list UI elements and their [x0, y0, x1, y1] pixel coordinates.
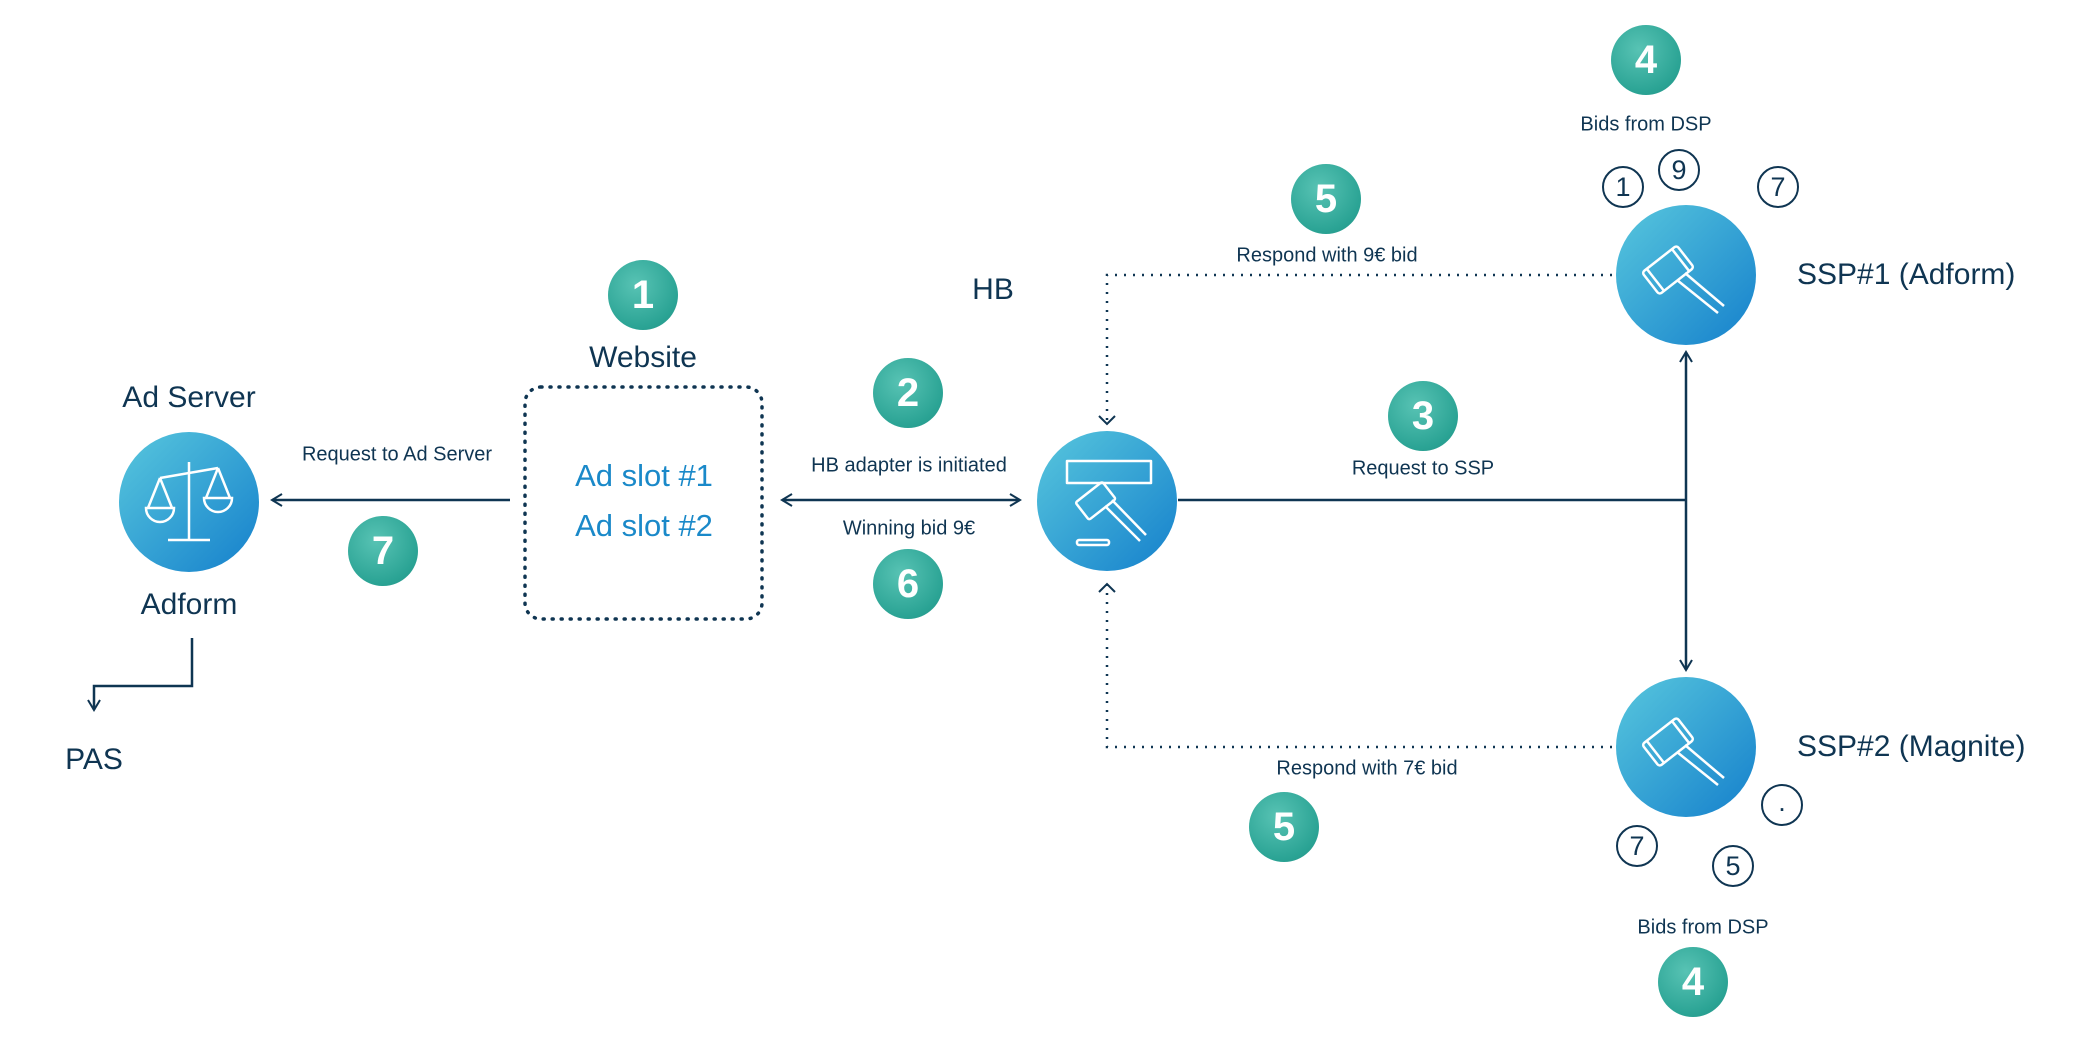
edge-respond-9: [1105, 273, 1612, 424]
website-box: [523, 385, 764, 621]
auction-gavel-icon: [1065, 459, 1153, 547]
step-badge-hb-adapter: 2: [873, 358, 943, 428]
ssp1-label: SSP#1 (Adform): [1797, 258, 2016, 291]
bids-from-dsp-top: Bids from DSP: [1580, 113, 1712, 136]
website-label: Website: [589, 341, 697, 374]
step-badge-winning-bid: 6: [873, 549, 943, 619]
ad-server-title: Ad Server: [122, 381, 256, 414]
gavel-icon: [1642, 245, 1725, 314]
edge-label-request-ssp: Request to SSP: [1351, 457, 1495, 480]
edge-label-hb-adapter: HB adapter is initiated: [811, 454, 1007, 477]
dsp-bid-ring: 7: [1757, 166, 1799, 208]
ssp2-node: [1616, 677, 1756, 817]
edge-label-respond-9: Respond with 9€ bid: [1236, 244, 1418, 267]
ad-slot-2: Ad slot #2: [575, 508, 713, 543]
hb-label: HB: [972, 273, 1014, 306]
edge-label-respond-7: Respond with 7€ bid: [1276, 757, 1458, 780]
dsp-bid-ring: .: [1761, 784, 1803, 826]
edge-label-request-ad-server: Request to Ad Server: [301, 443, 493, 466]
step-badge-website: 1: [608, 260, 678, 330]
bids-from-dsp-bottom: Bids from DSP: [1637, 916, 1769, 939]
step-badge-request-ad-server: 7: [348, 516, 418, 586]
step-badge-bids-bottom: 4: [1658, 947, 1728, 1017]
gavel-icon: [1642, 717, 1725, 786]
scales-icon: [144, 462, 234, 542]
ssp1-node: [1616, 205, 1756, 345]
ssp2-label: SSP#2 (Magnite): [1797, 730, 2026, 763]
ad-slot-1: Ad slot #1: [575, 458, 713, 493]
step-badge-bids-top: 4: [1611, 25, 1681, 95]
step-badge-respond-7: 5: [1249, 792, 1319, 862]
dsp-bid-ring: 1: [1602, 166, 1644, 208]
edge-respond-7: [1105, 584, 1612, 749]
dsp-bid-ring: 7: [1616, 825, 1658, 867]
ad-server-node: [119, 432, 259, 572]
step-badge-respond-9: 5: [1291, 164, 1361, 234]
pas-label: PAS: [65, 743, 123, 776]
dsp-bid-ring: 5: [1712, 845, 1754, 887]
ad-server-name: Adform: [140, 588, 238, 621]
edge-label-winning-bid: Winning bid 9€: [842, 517, 976, 540]
dsp-bid-ring: 9: [1658, 149, 1700, 191]
hb-node: [1037, 431, 1177, 571]
edge-adform-pas: [87, 638, 194, 712]
step-badge-request-ssp: 3: [1388, 381, 1458, 451]
